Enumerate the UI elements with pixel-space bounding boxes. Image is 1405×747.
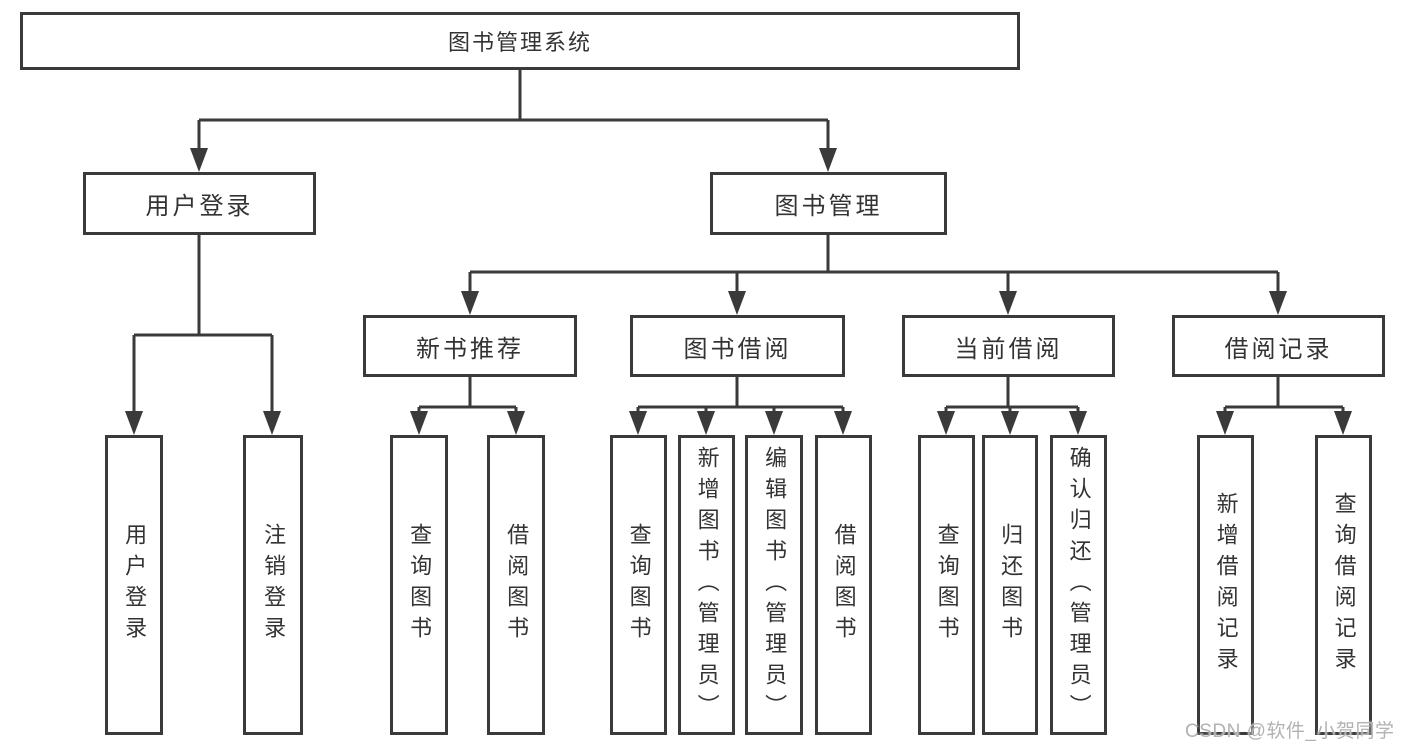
node-label: 确认归还（管理员） [1066,445,1092,725]
node-new-book-recommend: 新书推荐 [363,315,577,377]
node-book-borrowing: 图书借阅 [630,315,845,377]
node-user-login-branch: 用户登录 [83,172,316,235]
node-current-borrowing: 当前借阅 [902,315,1115,377]
node-label: 查询图书 [626,523,652,647]
node-book-management: 图书管理 [710,172,947,235]
arrowheads [125,148,1352,435]
leaf-query-books-recommend: 查询图书 [390,435,448,735]
node-label: 当前借阅 [954,335,1063,363]
node-label: 查询借阅记录 [1331,492,1357,678]
leaf-confirm-return-admin: 确认归还（管理员） [1050,435,1107,735]
leaf-logout: 注销登录 [243,435,303,735]
node-label: 新增借阅记录 [1213,492,1239,678]
leaf-user-login: 用户登录 [105,435,163,735]
node-label: 新书推荐 [416,335,524,363]
leaf-add-borrow-record: 新增借阅记录 [1197,435,1254,735]
node-label: 新增图书（管理员） [694,445,720,725]
node-label: 借阅记录 [1224,335,1333,363]
node-label: 归还图书 [998,523,1024,647]
csdn-watermark: CSDN @软件_小贺同学 [1185,721,1395,742]
node-label: 编辑图书（管理员） [762,445,788,725]
node-borrowing-records: 借阅记录 [1172,315,1385,377]
connector-paths [132,70,1345,414]
node-label: 注销登录 [261,523,287,647]
node-label: 查询图书 [407,523,433,647]
node-label: 查询图书 [934,523,960,647]
leaf-borrow-books: 借阅图书 [815,435,872,735]
leaf-query-borrow-record: 查询借阅记录 [1315,435,1372,735]
node-label: 图书管理 [774,193,883,220]
node-label: 借阅图书 [831,523,857,647]
leaf-add-books-admin: 新增图书（管理员） [678,435,735,735]
leaf-return-books: 归还图书 [982,435,1038,735]
leaf-edit-books-admin: 编辑图书（管理员） [745,435,803,735]
node-label: 图书管理系统 [447,30,592,55]
node-label: 图书借阅 [683,335,792,363]
leaf-borrow-books-recommend: 借阅图书 [487,435,545,735]
node-label: 用户登录 [122,523,148,647]
leaf-query-books-current: 查询图书 [918,435,975,735]
node-label: 用户登录 [145,193,254,220]
node-library-management-system: 图书管理系统 [20,12,1020,70]
leaf-query-books-borrowing: 查询图书 [610,435,667,735]
node-label: 借阅图书 [504,523,530,647]
